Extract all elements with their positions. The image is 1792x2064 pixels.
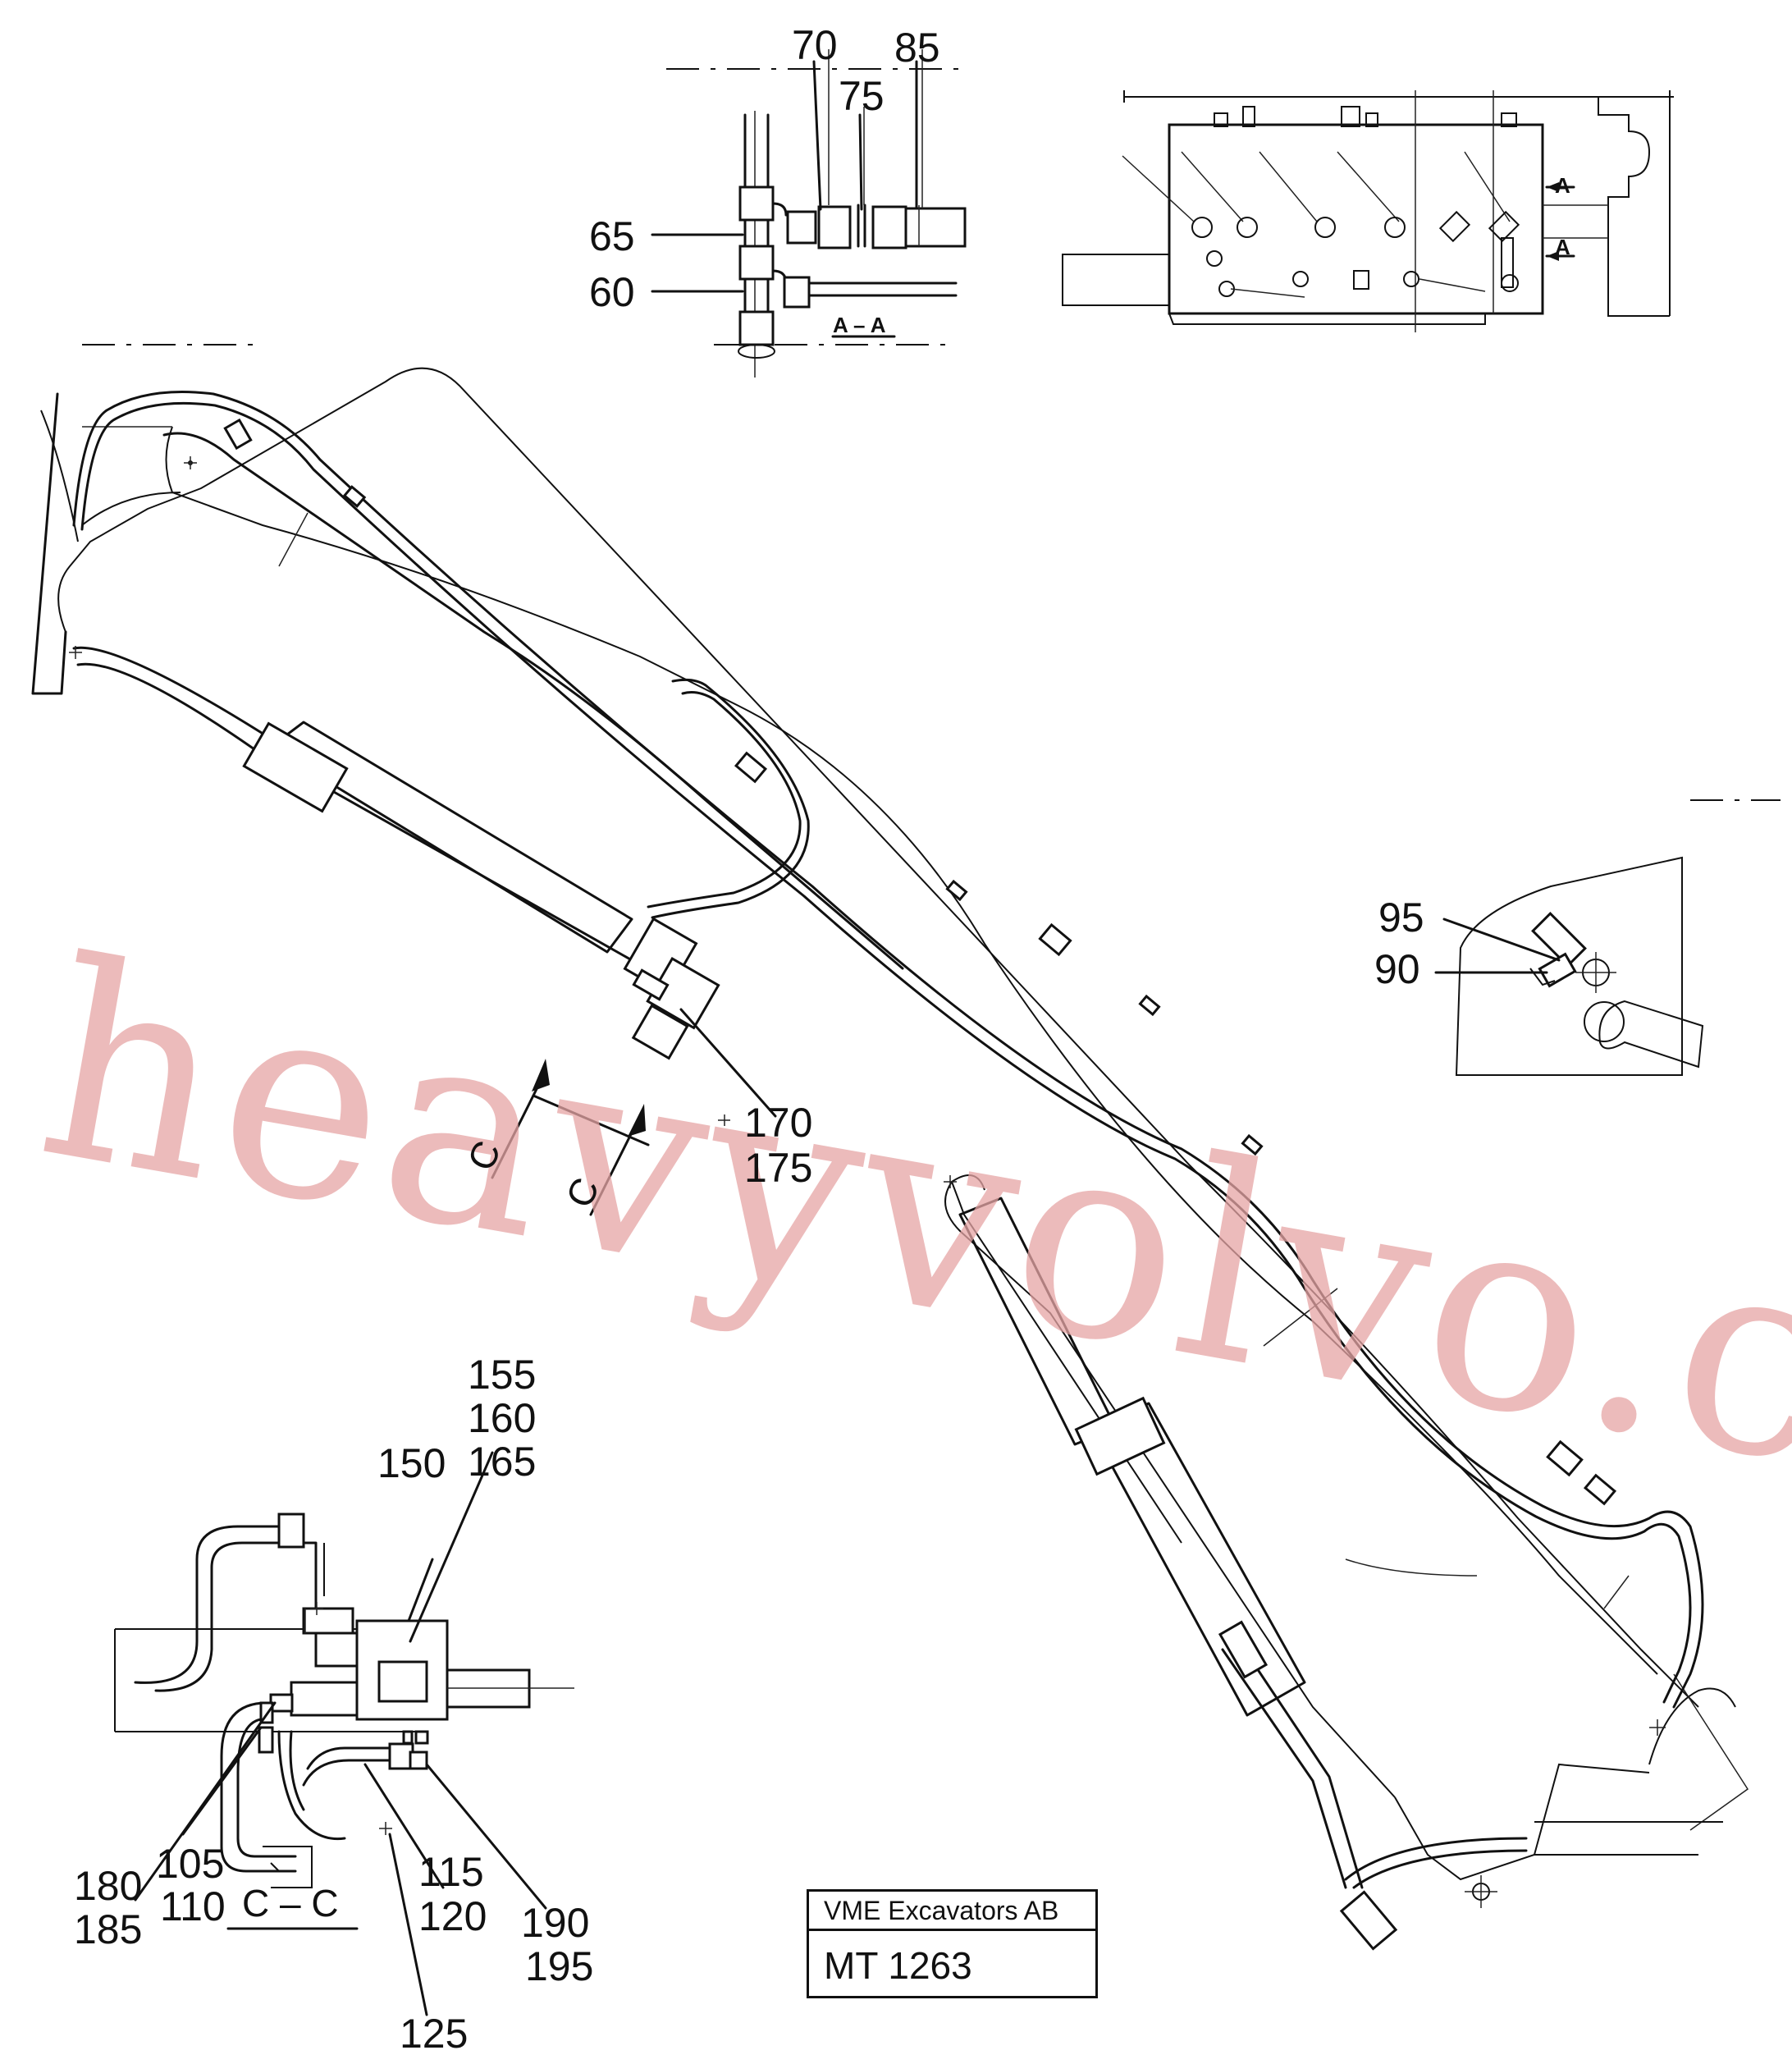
detail-90-95: [1455, 799, 1781, 1076]
section-label-cc: C – C: [242, 1882, 339, 1924]
callout-160: 160: [468, 1395, 536, 1441]
detail-cc: [114, 1513, 574, 1888]
title-block: VME Excavators AB MT 1263: [807, 1889, 1098, 1998]
callout-150: 150: [377, 1440, 446, 1486]
callout-180: 180: [74, 1863, 142, 1909]
detail-aa: [82, 49, 967, 378]
callout-185: 185: [74, 1906, 142, 1952]
callout-155: 155: [468, 1352, 536, 1398]
callout-170: 170: [744, 1100, 812, 1146]
callout-90: 90: [1374, 946, 1420, 992]
boom-assembly: [31, 367, 1749, 1951]
callout-105: 105: [156, 1841, 224, 1887]
boom-cylinder: [242, 721, 720, 1060]
callout-125: 125: [400, 2011, 468, 2057]
company-name: VME Excavators AB: [809, 1892, 1095, 1931]
callout-165: 165: [468, 1439, 536, 1485]
leader-lines: [134, 60, 1561, 2016]
callout-115: 115: [418, 1849, 484, 1895]
callout-110: 110: [160, 1883, 226, 1929]
callout-70: 70: [792, 22, 838, 68]
section-arrow-a-top: A: [1555, 173, 1570, 198]
valve-block-view: [1062, 90, 1674, 332]
section-label-aa: A – A: [833, 313, 886, 337]
callout-175: 175: [744, 1145, 812, 1191]
drawing-number: MT 1263: [824, 1944, 972, 1987]
callout-120: 120: [418, 1893, 487, 1939]
section-c-arrows: [491, 1059, 650, 1216]
callout-190: 190: [521, 1900, 589, 1946]
section-arrow-a-bottom: A: [1555, 235, 1570, 259]
callout-65: 65: [589, 213, 635, 259]
callout-95: 95: [1378, 895, 1424, 940]
callout-75: 75: [839, 73, 885, 119]
callout-195: 195: [525, 1943, 593, 1989]
arm-cylinder: [958, 1197, 1723, 1951]
callout-85: 85: [894, 25, 940, 71]
callout-60: 60: [589, 269, 635, 315]
